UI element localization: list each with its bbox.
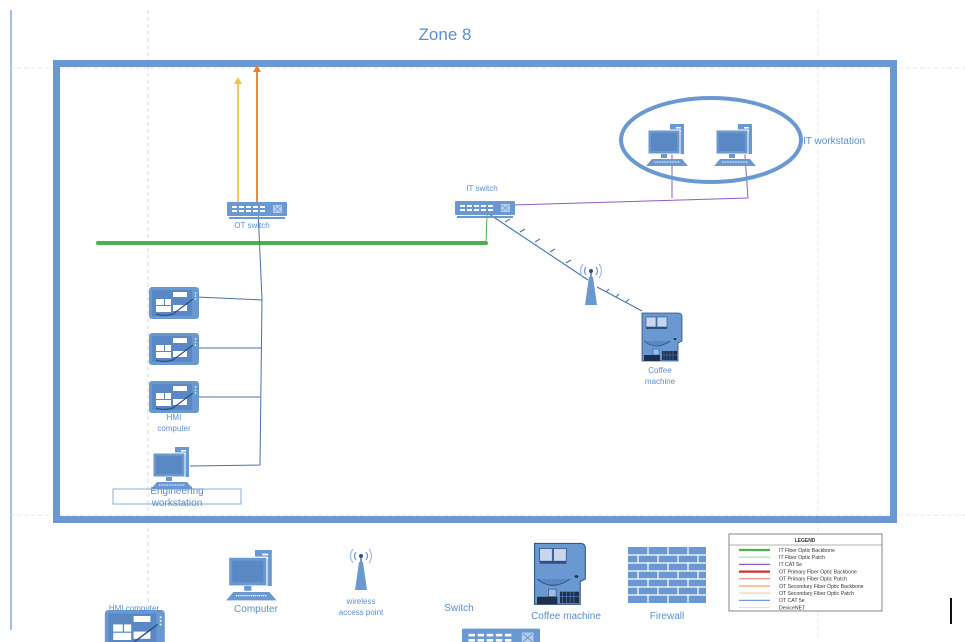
legend-label: OT Primary Fiber Optic Backbone (779, 569, 857, 575)
switch-icon (454, 200, 516, 219)
computer-icon (645, 123, 689, 167)
coffee-machine-icon (641, 312, 683, 362)
hmi-computer-2[interactable] (148, 332, 200, 366)
computer-icon (150, 446, 194, 490)
it-fiber-patch (485, 213, 488, 244)
wireless-icon (349, 548, 373, 591)
key-coffee-label: Coffee machine (531, 611, 601, 622)
hmi-computer-1[interactable] (148, 286, 200, 320)
key-firewall-label: Firewall (650, 611, 684, 622)
ot-uplink-primary (253, 65, 261, 204)
hmi-icon (148, 332, 200, 366)
legend-label: IT Fiber Optic Patch (779, 555, 825, 561)
legend-label: OT CAT 5e (779, 598, 805, 604)
computer-icon (713, 123, 757, 167)
text-cursor (950, 598, 952, 624)
engineering-workstation[interactable]: Engineering workstation (112, 446, 242, 509)
ot-uplink-secondary (234, 77, 242, 204)
hmi-icon (148, 286, 200, 320)
it-cat5e-links (479, 141, 749, 207)
legend-item: OT Secondary Fiber Optic Patch (739, 591, 854, 597)
it-workstation-label: IT workstation (803, 136, 865, 147)
legend-item: IT Fiber Optic Patch (739, 555, 825, 561)
switch-icon (461, 628, 541, 642)
ot-cat5e-links (189, 207, 263, 467)
key-wireless-label-2: access point (339, 608, 384, 617)
zone-boundary (53, 60, 897, 523)
firewall-icon (627, 546, 707, 604)
wireless-link-switch-ap (485, 211, 589, 281)
hmi-label-2: computer (157, 424, 191, 433)
legend-label: IT Fiber Optic Backbone (779, 548, 835, 554)
legend-label: OT Primary Fiber Optic Patch (779, 577, 847, 583)
engineering-label-box (112, 488, 242, 505)
key-wireless: wireless access point (339, 548, 384, 617)
hmi-computer-3[interactable]: HMI computer (148, 380, 200, 433)
key-wireless-label-1: wireless (346, 597, 376, 606)
it-workstation-group[interactable]: IT workstation (619, 96, 865, 184)
computer-icon (225, 549, 278, 602)
legend-title: LEGEND (795, 538, 816, 544)
ot-switch[interactable]: OT switch (226, 201, 288, 230)
legend-label: OT Secondary Fiber Optic Backbone (779, 584, 864, 590)
key-firewall: Firewall (627, 546, 707, 622)
key-hmi-label: HMI computer (109, 604, 160, 613)
wireless-link-ap-coffee (596, 286, 643, 312)
coffee-machine-label-2: machine (645, 377, 676, 386)
wireless-icon (579, 263, 603, 306)
legend-item: OT CAT 5e (739, 598, 805, 604)
legend-label: IT CAT 5e (779, 562, 802, 568)
it-switch-label: IT switch (466, 184, 497, 193)
key-switch: Switch (444, 603, 541, 642)
zone-title: Zone 8 (419, 25, 472, 44)
legend-item: IT Fiber Optic Backbone (739, 548, 835, 554)
coffee-machine-icon (533, 542, 586, 606)
key-coffee-machine: Coffee machine (531, 542, 601, 622)
key-computer-label: Computer (234, 604, 279, 615)
key-switch-label: Switch (444, 603, 473, 614)
legend-label: OT Secondary Fiber Optic Patch (779, 591, 854, 597)
legend-item: OT Primary Fiber Optic Patch (739, 577, 847, 583)
coffee-machine-label-1: Coffee (648, 366, 672, 375)
hmi-label-1: HMI (167, 413, 182, 422)
legend-item: IT CAT 5e (739, 562, 802, 568)
switch-icon (226, 201, 288, 220)
it-workstation-ellipse (619, 96, 803, 184)
wireless-access-point[interactable] (579, 263, 603, 306)
legend-item: OT Primary Fiber Optic Backbone (739, 569, 857, 575)
ot-switch-label: OT switch (234, 221, 269, 230)
legend-item: OT Secondary Fiber Optic Backbone (739, 584, 864, 590)
engineering-label-2: workstation (151, 498, 203, 509)
it-switch[interactable]: IT switch (454, 184, 516, 219)
engineering-label-1: Engineering (150, 486, 203, 497)
legend-item: DeviceNET (739, 605, 806, 611)
coffee-machine-device[interactable]: Coffee machine (641, 312, 683, 386)
hmi-icon (148, 380, 200, 414)
legend-label: DeviceNET (779, 605, 806, 611)
hmi-icon (104, 609, 166, 642)
key-hmi-computer: HMI computer (104, 604, 166, 642)
key-computer: Computer (225, 549, 279, 615)
